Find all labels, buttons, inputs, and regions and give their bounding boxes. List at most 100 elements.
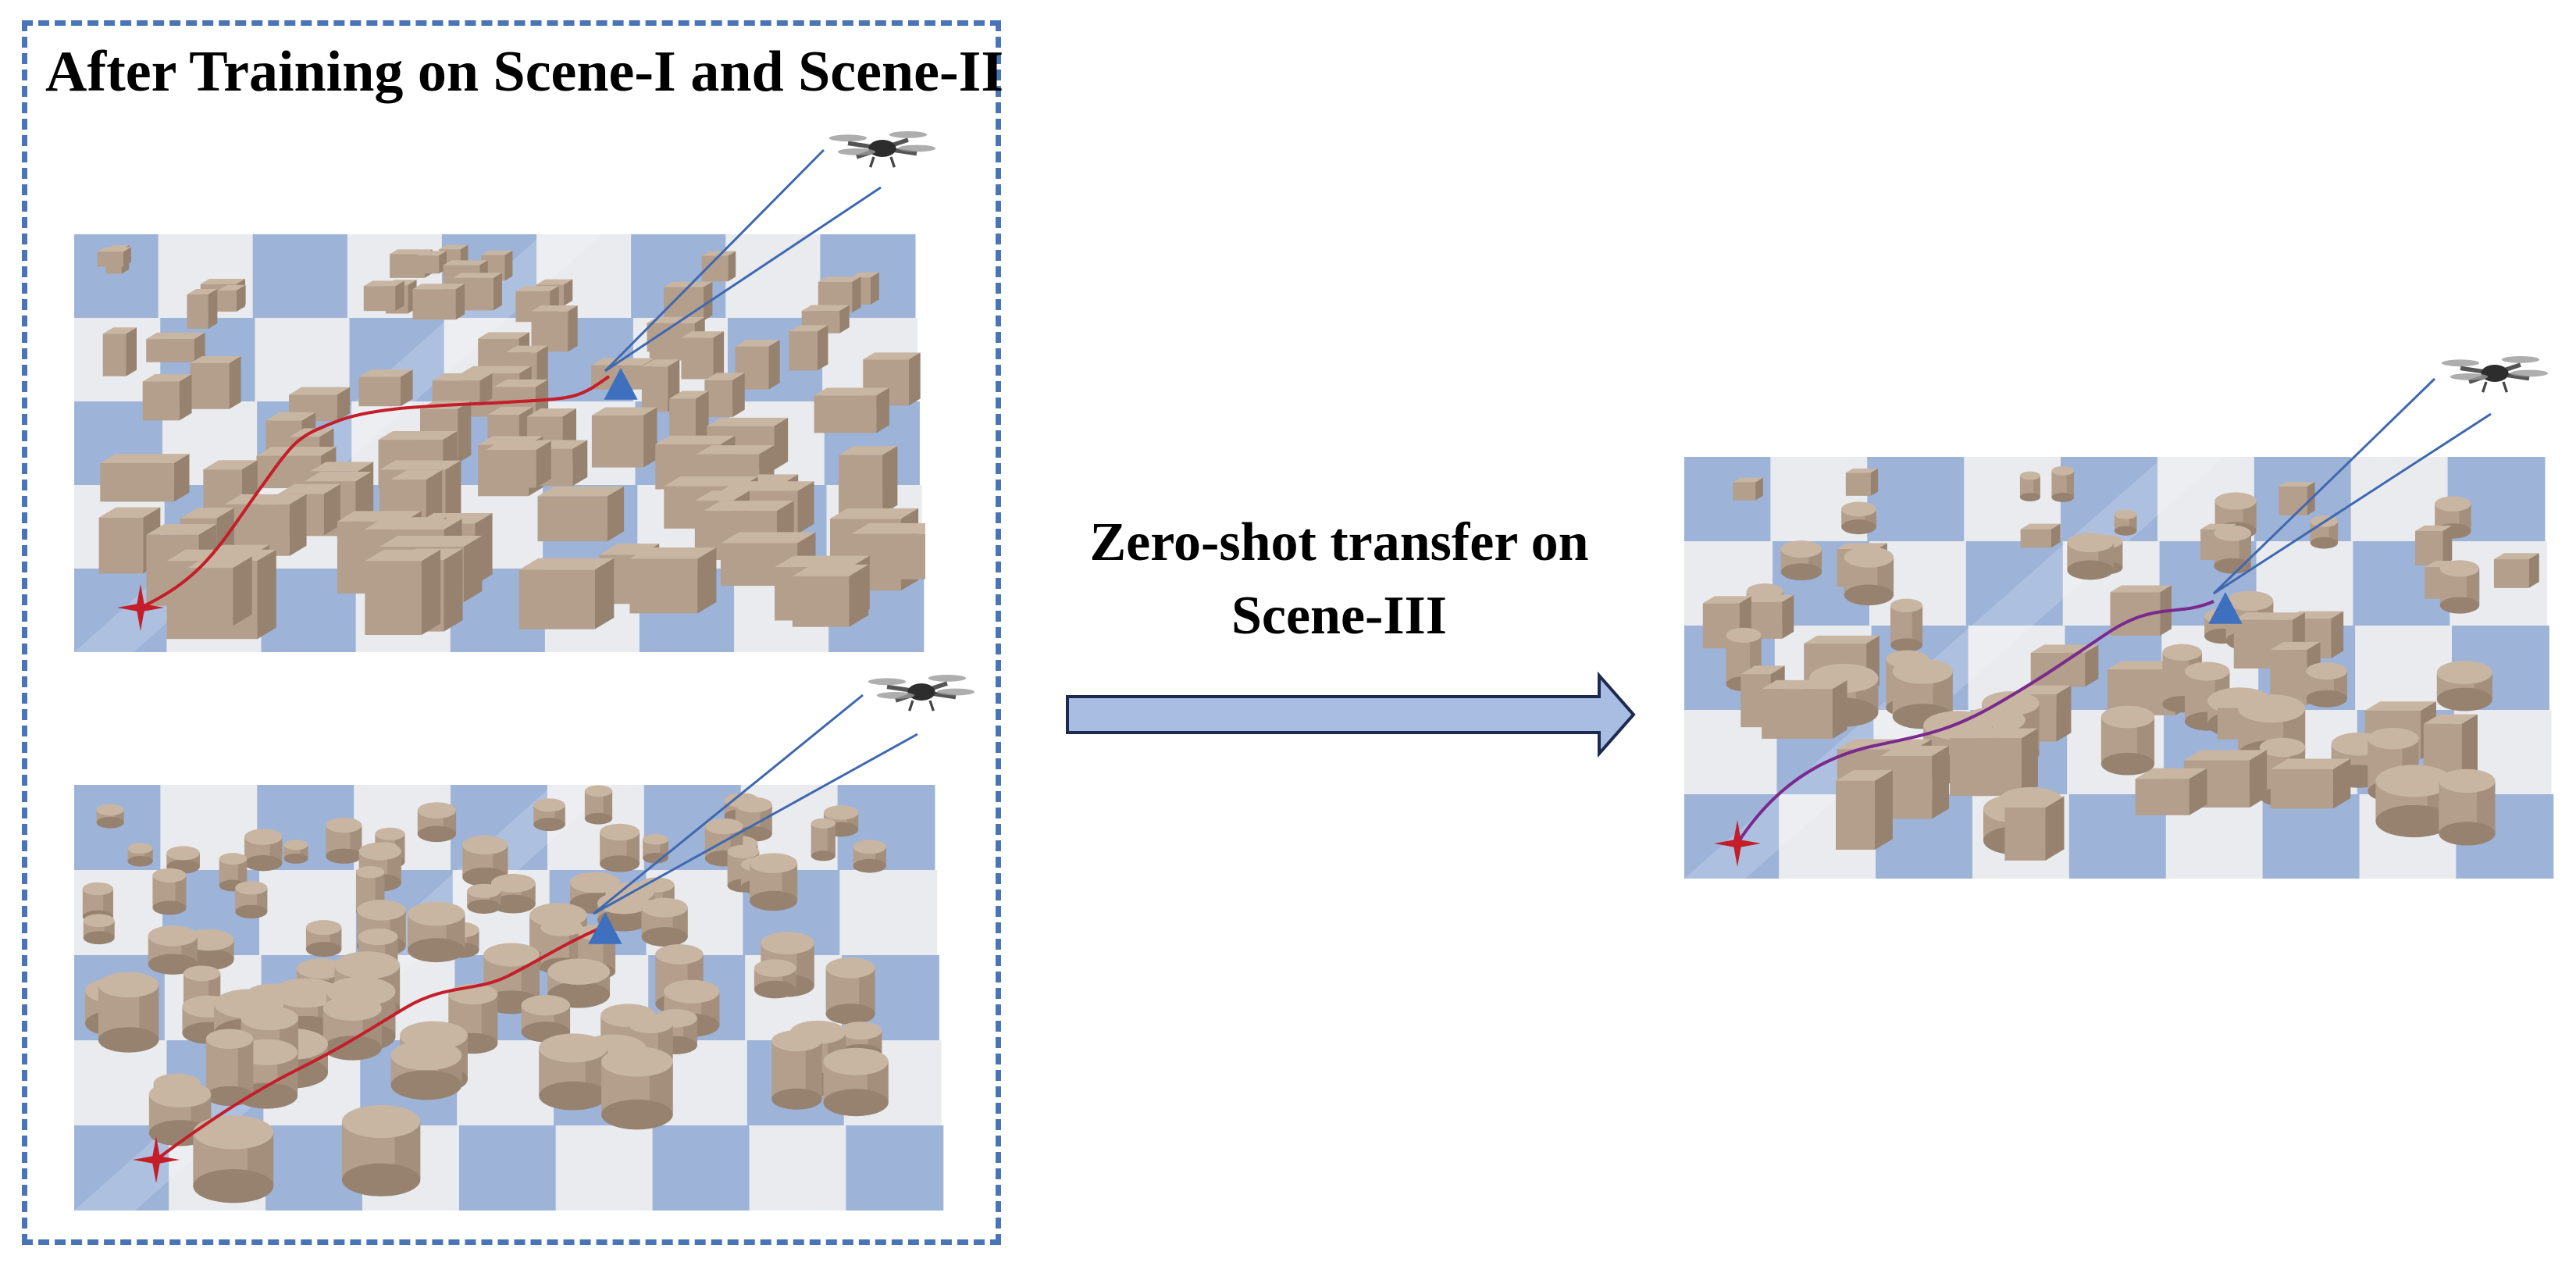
box-obstacle-side xyxy=(173,454,190,502)
floor-tile xyxy=(2061,457,2158,542)
scene-1-panel xyxy=(74,234,925,652)
cylinder-obstacle-shade xyxy=(2136,717,2155,765)
box-obstacle-top xyxy=(704,501,794,512)
box-obstacle-side xyxy=(289,494,307,556)
cylinder-obstacle-shade xyxy=(2459,504,2471,531)
floor-tile xyxy=(252,234,348,319)
box-obstacle-side xyxy=(2332,758,2351,809)
box-obstacle-side xyxy=(817,325,828,371)
floor-tile xyxy=(555,1125,654,1211)
box-obstacle-front xyxy=(629,558,698,614)
box-obstacle-side xyxy=(2189,768,2207,815)
cylinder-obstacle-shade xyxy=(782,863,798,901)
box-obstacle-top xyxy=(358,369,413,377)
box-obstacle-side xyxy=(564,279,573,306)
cylinder-obstacle-shade xyxy=(481,993,498,1043)
drone-rotor xyxy=(2510,369,2549,377)
cylinder-obstacle-top xyxy=(521,995,571,1016)
cylinder-obstacle-top xyxy=(1780,540,1822,558)
box-obstacle-front xyxy=(518,569,595,629)
box-obstacle-top xyxy=(629,547,717,559)
box-obstacle-top xyxy=(536,279,573,285)
box-obstacle-top xyxy=(1880,745,1950,756)
training-title: After Training on Scene-I and Scene-II xyxy=(45,40,1004,104)
box-obstacle-top xyxy=(591,358,655,365)
cylinder-obstacle-top xyxy=(811,818,836,829)
cylinder-obstacle-top xyxy=(219,853,248,865)
drone-leg xyxy=(869,156,875,168)
cylinder-obstacle-top xyxy=(390,1040,462,1071)
goal-marker-scene-1 xyxy=(604,368,638,400)
cylinder-obstacle-top xyxy=(358,928,398,946)
box-obstacle-side xyxy=(257,549,276,640)
cylinder-obstacle-top xyxy=(628,1014,673,1034)
cylinder-obstacle-top xyxy=(754,959,796,977)
cylinder-obstacle-top xyxy=(490,873,536,893)
cylinder-obstacle-top xyxy=(1892,658,1953,684)
box-obstacle-side xyxy=(768,340,780,390)
box-obstacle-side xyxy=(594,558,615,629)
drone-body xyxy=(2481,365,2509,382)
scene-3-panel xyxy=(1684,457,2554,879)
cylinder-obstacle-top xyxy=(823,805,859,820)
box-obstacle-top xyxy=(789,325,828,332)
box-obstacle-side xyxy=(126,327,137,376)
cylinder-obstacle-top xyxy=(2439,560,2480,577)
box-obstacle-top xyxy=(2004,796,2065,808)
box-obstacle-top xyxy=(591,407,657,415)
box-obstacle-top xyxy=(98,507,161,518)
box-obstacle-front xyxy=(591,415,644,468)
box-obstacle-side xyxy=(2528,553,2539,588)
box-obstacle-top xyxy=(701,251,736,256)
box-obstacle-front xyxy=(2493,559,2529,588)
cylinder-obstacle-top xyxy=(727,844,760,858)
cylinder-obstacle-top xyxy=(127,843,153,854)
box-obstacle-side xyxy=(401,369,413,407)
cylinder-obstacle-shade xyxy=(859,968,875,1014)
box-obstacle-top xyxy=(515,286,559,292)
box-obstacle-top xyxy=(1804,635,1879,644)
cylinder-obstacle-shade xyxy=(660,839,668,858)
floor-tile xyxy=(839,870,938,956)
box-obstacle-top xyxy=(649,317,705,323)
sight-line xyxy=(593,694,864,915)
cylinder-obstacle-top xyxy=(2435,496,2471,512)
cylinder-obstacle-top xyxy=(570,872,620,893)
cylinder-obstacle-shade xyxy=(2112,541,2123,568)
quadrotor-drone-icon xyxy=(2441,356,2549,393)
box-obstacle-front xyxy=(681,337,714,380)
drone-rotor xyxy=(2441,359,2480,367)
box-obstacle-side xyxy=(870,272,879,305)
box-obstacle-top xyxy=(2270,758,2351,769)
box-obstacle-top xyxy=(694,490,750,501)
goal-marker-scene-3 xyxy=(2208,592,2243,624)
cylinder-obstacle-top xyxy=(2306,662,2347,680)
cylinder-obstacle-top xyxy=(98,972,159,998)
box-obstacle-top xyxy=(2423,714,2478,724)
drone-leg xyxy=(2482,381,2488,393)
training-scenes-box xyxy=(22,20,1001,1245)
box-obstacle-top xyxy=(664,281,713,287)
box-obstacle-front xyxy=(416,255,440,274)
floor-tile xyxy=(457,1040,555,1126)
floor-tile xyxy=(846,1125,944,1211)
box-obstacle-top xyxy=(432,373,493,381)
box-obstacle-side xyxy=(1782,594,1794,639)
box-obstacle-front xyxy=(2030,652,2086,687)
box-obstacle-top xyxy=(142,374,192,382)
box-obstacle-top xyxy=(224,494,307,505)
transfer-caption: Zero-shot transfer on Scene-III xyxy=(1015,506,1663,653)
box-obstacle-front xyxy=(190,363,230,409)
box-obstacle-top xyxy=(478,332,530,339)
cylinder-obstacle-top xyxy=(2439,768,2496,793)
cylinder-obstacle-shade xyxy=(2066,470,2075,497)
box-obstacle-top xyxy=(641,359,680,367)
box-obstacle-top xyxy=(531,305,578,312)
quadrotor-drone-icon xyxy=(828,131,936,168)
box-obstacle-top xyxy=(190,356,241,364)
drone-rotor xyxy=(876,692,915,699)
cylinder-obstacle-top xyxy=(334,951,401,979)
cylinder-obstacle-top xyxy=(1841,501,1876,517)
box-obstacle-side xyxy=(2085,644,2099,687)
